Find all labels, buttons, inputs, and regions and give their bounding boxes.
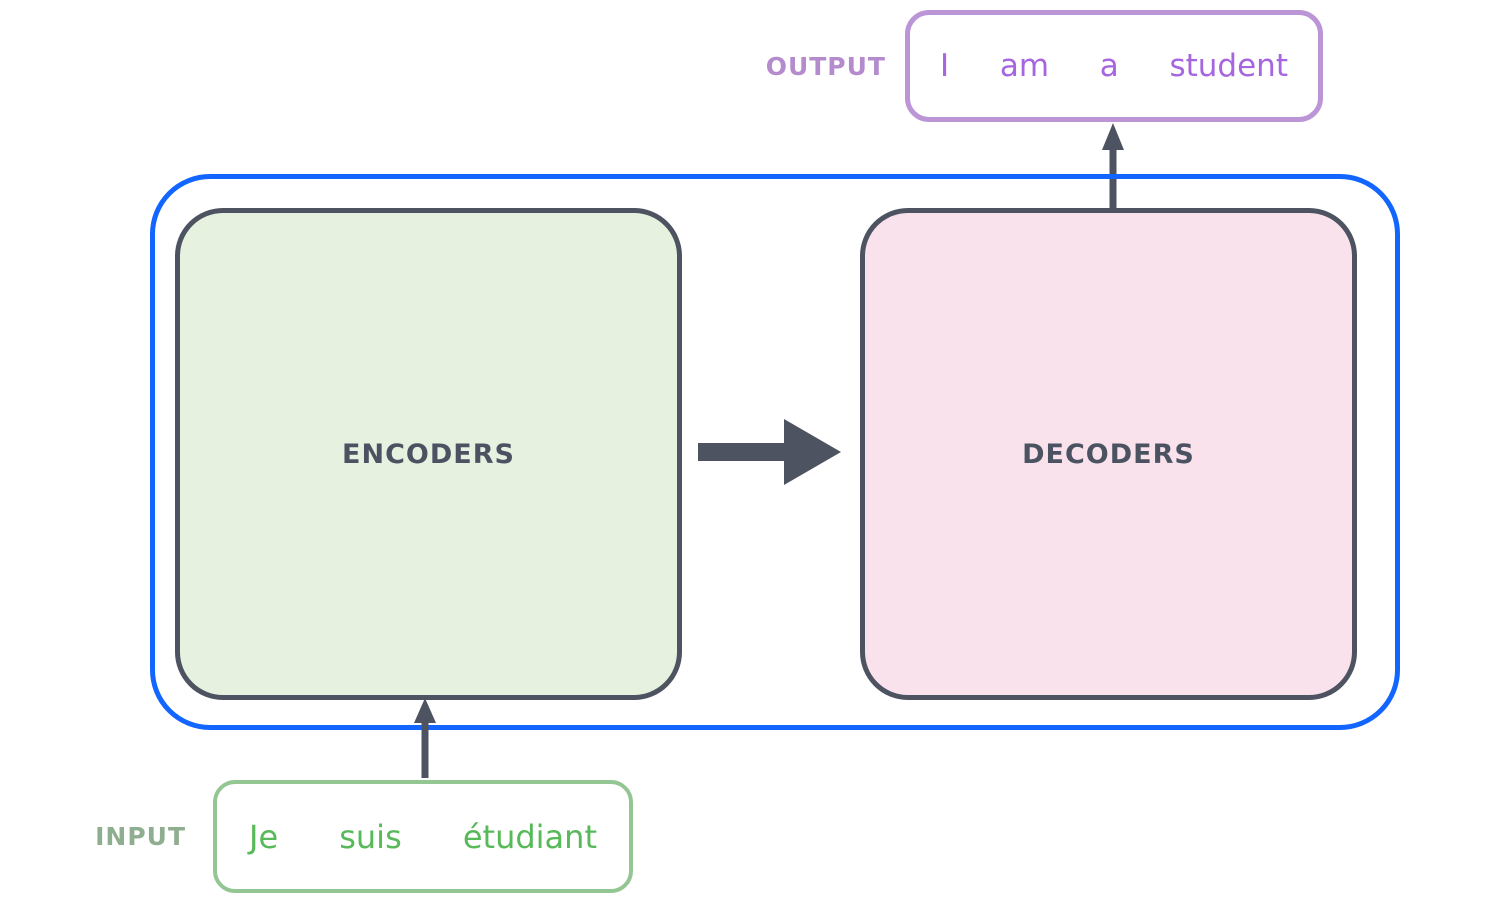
output-word: a — [1099, 48, 1119, 84]
output-word: student — [1169, 48, 1288, 84]
input-to-encoders-arrow — [414, 698, 436, 778]
input-word: Je — [249, 817, 279, 856]
input-label: INPUT — [95, 822, 186, 851]
transformer-container — [150, 174, 1400, 730]
encoders-label: ENCODERS — [342, 438, 515, 470]
output-word: am — [999, 48, 1050, 84]
decoders-label: DECODERS — [1022, 438, 1195, 470]
encoders-box: ENCODERS — [175, 208, 682, 700]
output-sentence-box: I am a student — [905, 10, 1323, 122]
input-sentence-box: Je suis étudiant — [213, 780, 633, 893]
encoders-to-decoders-arrow — [698, 419, 841, 485]
output-word: I — [940, 48, 950, 84]
decoders-box: DECODERS — [860, 208, 1357, 700]
output-label: OUTPUT — [765, 52, 886, 81]
input-word: étudiant — [462, 817, 597, 856]
input-word: suis — [339, 817, 402, 856]
